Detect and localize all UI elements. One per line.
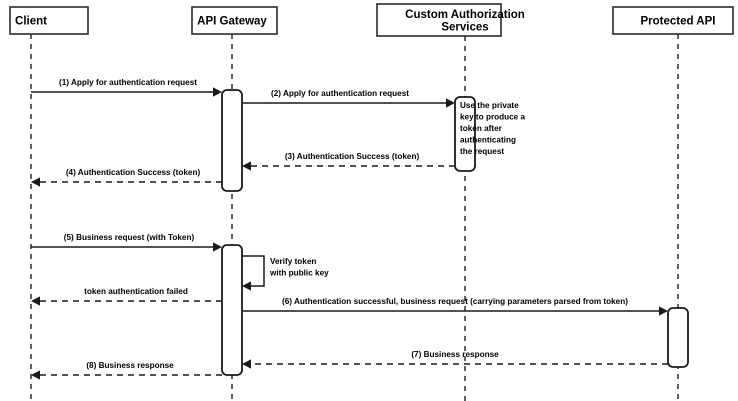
notes-layer: Use the private key to produce a token aft… — [460, 101, 526, 156]
message-4[interactable]: (4) Authentication Success (token) — [31, 168, 222, 187]
note-private-key-note: Use the private key to produce a token aft… — [460, 101, 526, 156]
activation-bar-protected-api — [667, 307, 689, 368]
actor-boxes-layer: Client API Gateway Custom AuthorizationSer… — [9, 3, 734, 37]
activation-bar-api-gateway — [221, 244, 243, 376]
messages-layer: (1) Apply for authentication request (2) … — [31, 78, 668, 380]
message-5[interactable]: (5) Business request (with Token) — [31, 233, 222, 252]
message-token-authentication-failed-label: token authentication failed — [84, 287, 188, 296]
actor-client[interactable]: Client — [9, 6, 89, 35]
actor-protected-api[interactable]: Protected API — [612, 6, 734, 35]
actor-label-client: Client — [15, 16, 47, 28]
actor-label-custom-authorization-services: Services — [441, 21, 488, 33]
actor-label-api-gateway: API Gateway — [197, 16, 267, 28]
message-6-label: (6) Authentication successful, business … — [282, 297, 628, 306]
message-2[interactable]: (2) Apply for authentication request — [242, 89, 455, 108]
message-3-label: (3) Authentication Success (token) — [285, 152, 420, 161]
actor-api-gateway[interactable]: API Gateway — [191, 6, 278, 35]
self-message-verify-token[interactable]: Verify token with public key — [242, 255, 329, 291]
activations-layer — [221, 89, 689, 376]
note-private-key-note-line: authenticating — [460, 136, 516, 145]
message-3[interactable]: (3) Authentication Success (token) — [242, 152, 455, 171]
message-5-label: (5) Business request (with Token) — [64, 233, 195, 242]
note-private-key-note-line: the request — [460, 147, 504, 156]
note-private-key-note-line: key to produce a — [460, 113, 526, 122]
message-1-label: (1) Apply for authentication request — [59, 78, 197, 87]
actor-label-custom-authorization-services: Custom Authorization — [405, 9, 525, 21]
actor-label-protected-api: Protected API — [641, 16, 716, 28]
activation-bar-api-gateway — [221, 89, 243, 192]
message-8-label: (8) Business response — [86, 361, 174, 370]
activation-bar-custom-authorization-services — [454, 96, 476, 172]
message-2-label: (2) Apply for authentication request — [271, 89, 409, 98]
message-6[interactable]: (6) Authentication successful, business … — [242, 297, 668, 316]
self-messages-layer: Verify token with public key — [242, 255, 329, 291]
message-1[interactable]: (1) Apply for authentication request — [31, 78, 222, 97]
self-message-verify-token-label: with public key — [269, 269, 329, 278]
note-private-key-note-line: Use the private — [460, 101, 519, 110]
message-7[interactable]: (7) Business response — [242, 350, 668, 369]
note-private-key-note-line: token after — [460, 124, 503, 133]
message-8[interactable]: (8) Business response — [31, 361, 222, 380]
message-4-label: (4) Authentication Success (token) — [66, 168, 201, 177]
self-message-verify-token-label: Verify token — [270, 257, 316, 266]
message-7-label: (7) Business response — [411, 350, 499, 359]
message-token-authentication-failed[interactable]: token authentication failed — [31, 287, 222, 306]
